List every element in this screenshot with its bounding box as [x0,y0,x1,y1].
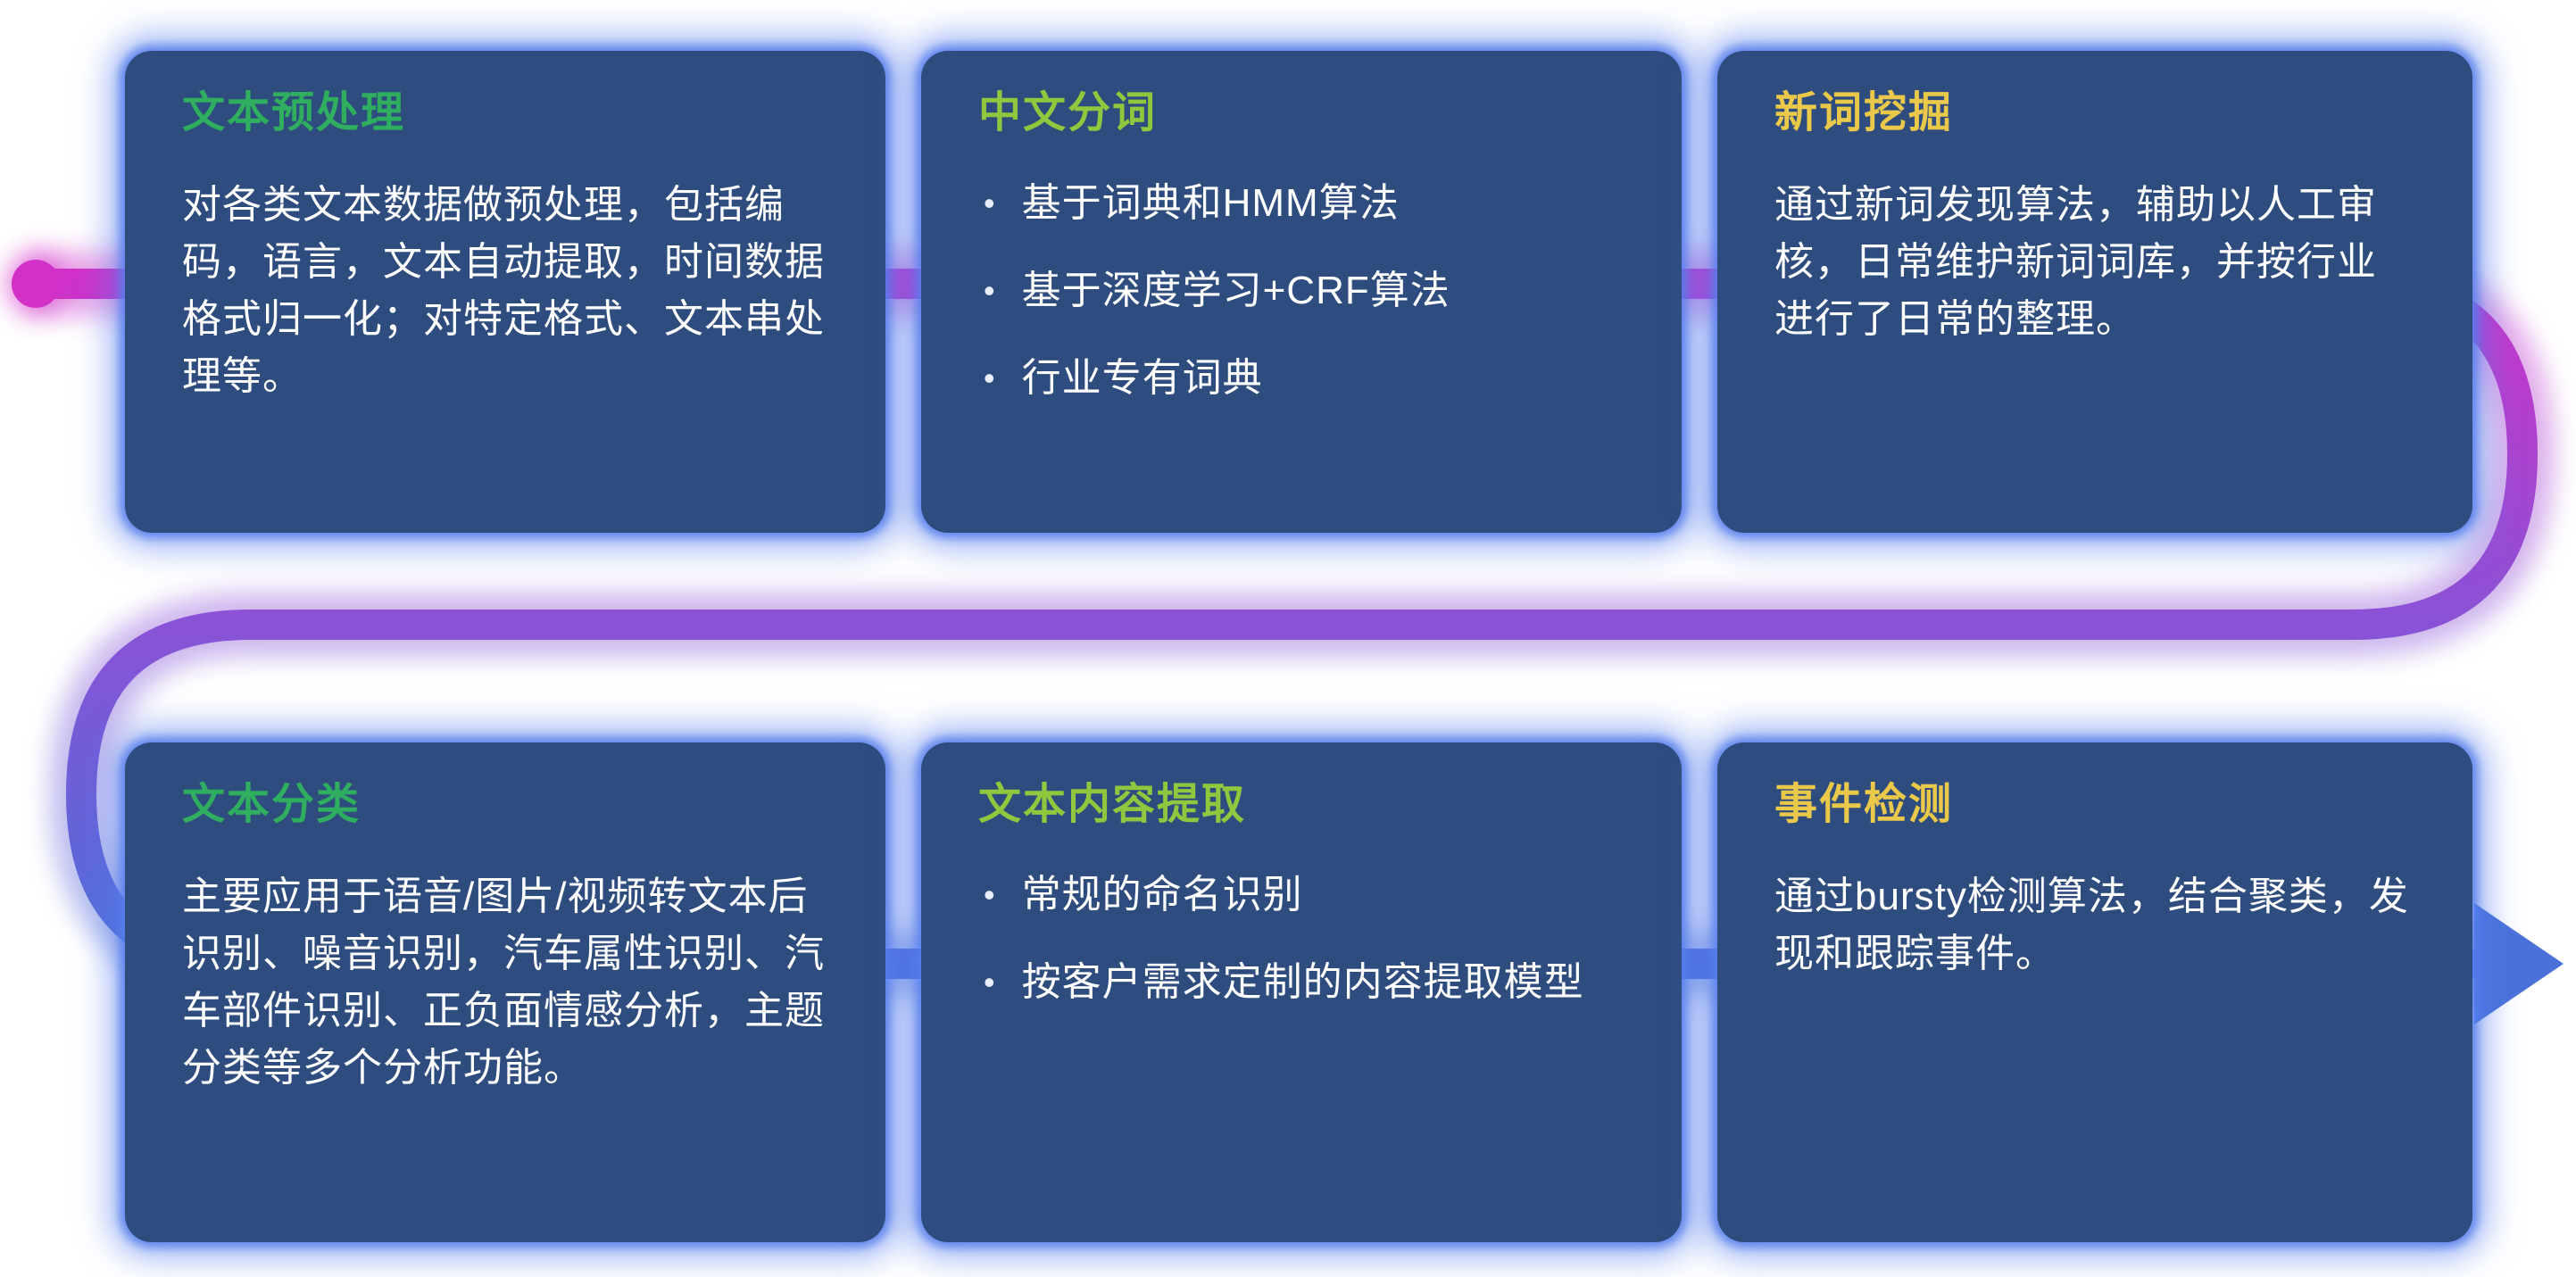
bullet-dot-icon: • [984,876,995,914]
bullet-text: 基于深度学习+CRF算法 [1021,269,1450,313]
bullet-text: 行业专有词典 [1021,356,1263,401]
card-title: 中文分词 [978,89,1158,137]
flow-path [12,269,2539,979]
card-title: 事件检测 [1774,781,1954,828]
card-body: 通过bursty检测算法，结合聚类，发现和跟踪事件。 [1774,875,2409,976]
bullet-dot-icon: • [984,185,995,222]
bullet-text: 按客户需求定制的内容提取模型 [1021,960,1584,1005]
bullet-dot-icon: • [984,272,995,310]
bullet-item: • 基于词典和HMM算法 [978,177,1625,230]
flow-start-dot [12,260,60,308]
card-text-classification: 文本分类 主要应用于语音/图片/视频转文本后识别、噪音识别，汽车属性识别、汽车部… [125,742,885,1242]
card-body: 对各类文本数据做预处理，包括编码，语言，文本自动提取，时间数据格式归一化；对特定… [182,183,825,399]
bullet-item: • 基于深度学习+CRF算法 [978,264,1625,318]
card-chinese-word-segmentation: 中文分词 • 基于词典和HMM算法 • 基于深度学习+CRF算法 • 行业专有词… [921,51,1682,533]
card-title: 文本内容提取 [978,781,1247,828]
card-title: 新词挖掘 [1774,89,1954,137]
card-title: 文本预处理 [182,89,406,137]
card-body: 通过新词发现算法，辅助以人工审核，日常维护新词词库，并按行业进行了日常的整理。 [1774,183,2377,342]
bullet-item: • 按客户需求定制的内容提取模型 [978,956,1625,1009]
bullet-list: • 基于词典和HMM算法 • 基于深度学习+CRF算法 • 行业专有词典 [978,177,1625,405]
flow-arrow-icon [2474,903,2564,1024]
card-title: 文本分类 [182,781,361,828]
bullet-text: 基于词典和HMM算法 [1021,181,1400,226]
card-body: 主要应用于语音/图片/视频转文本后识别、噪音识别，汽车属性识别、汽车部件识别、正… [182,875,825,1090]
bullet-text: 常规的命名识别 [1021,873,1303,917]
card-text-preprocessing: 文本预处理 对各类文本数据做预处理，包括编码，语言，文本自动提取，时间数据格式归… [125,51,885,533]
bullet-dot-icon: • [984,360,995,397]
bullet-list: • 常规的命名识别 • 按客户需求定制的内容提取模型 [978,868,1625,1009]
bullet-item: • 行业专有词典 [978,352,1625,405]
card-new-word-mining: 新词挖掘 通过新词发现算法，辅助以人工审核，日常维护新词词库，并按行业进行了日常… [1717,51,2472,533]
card-event-detection: 事件检测 通过bursty检测算法，结合聚类，发现和跟踪事件。 [1717,742,2472,1242]
card-text-content-extraction: 文本内容提取 • 常规的命名识别 • 按客户需求定制的内容提取模型 [921,742,1682,1242]
bullet-dot-icon: • [984,964,995,1001]
bullet-item: • 常规的命名识别 [978,868,1625,922]
